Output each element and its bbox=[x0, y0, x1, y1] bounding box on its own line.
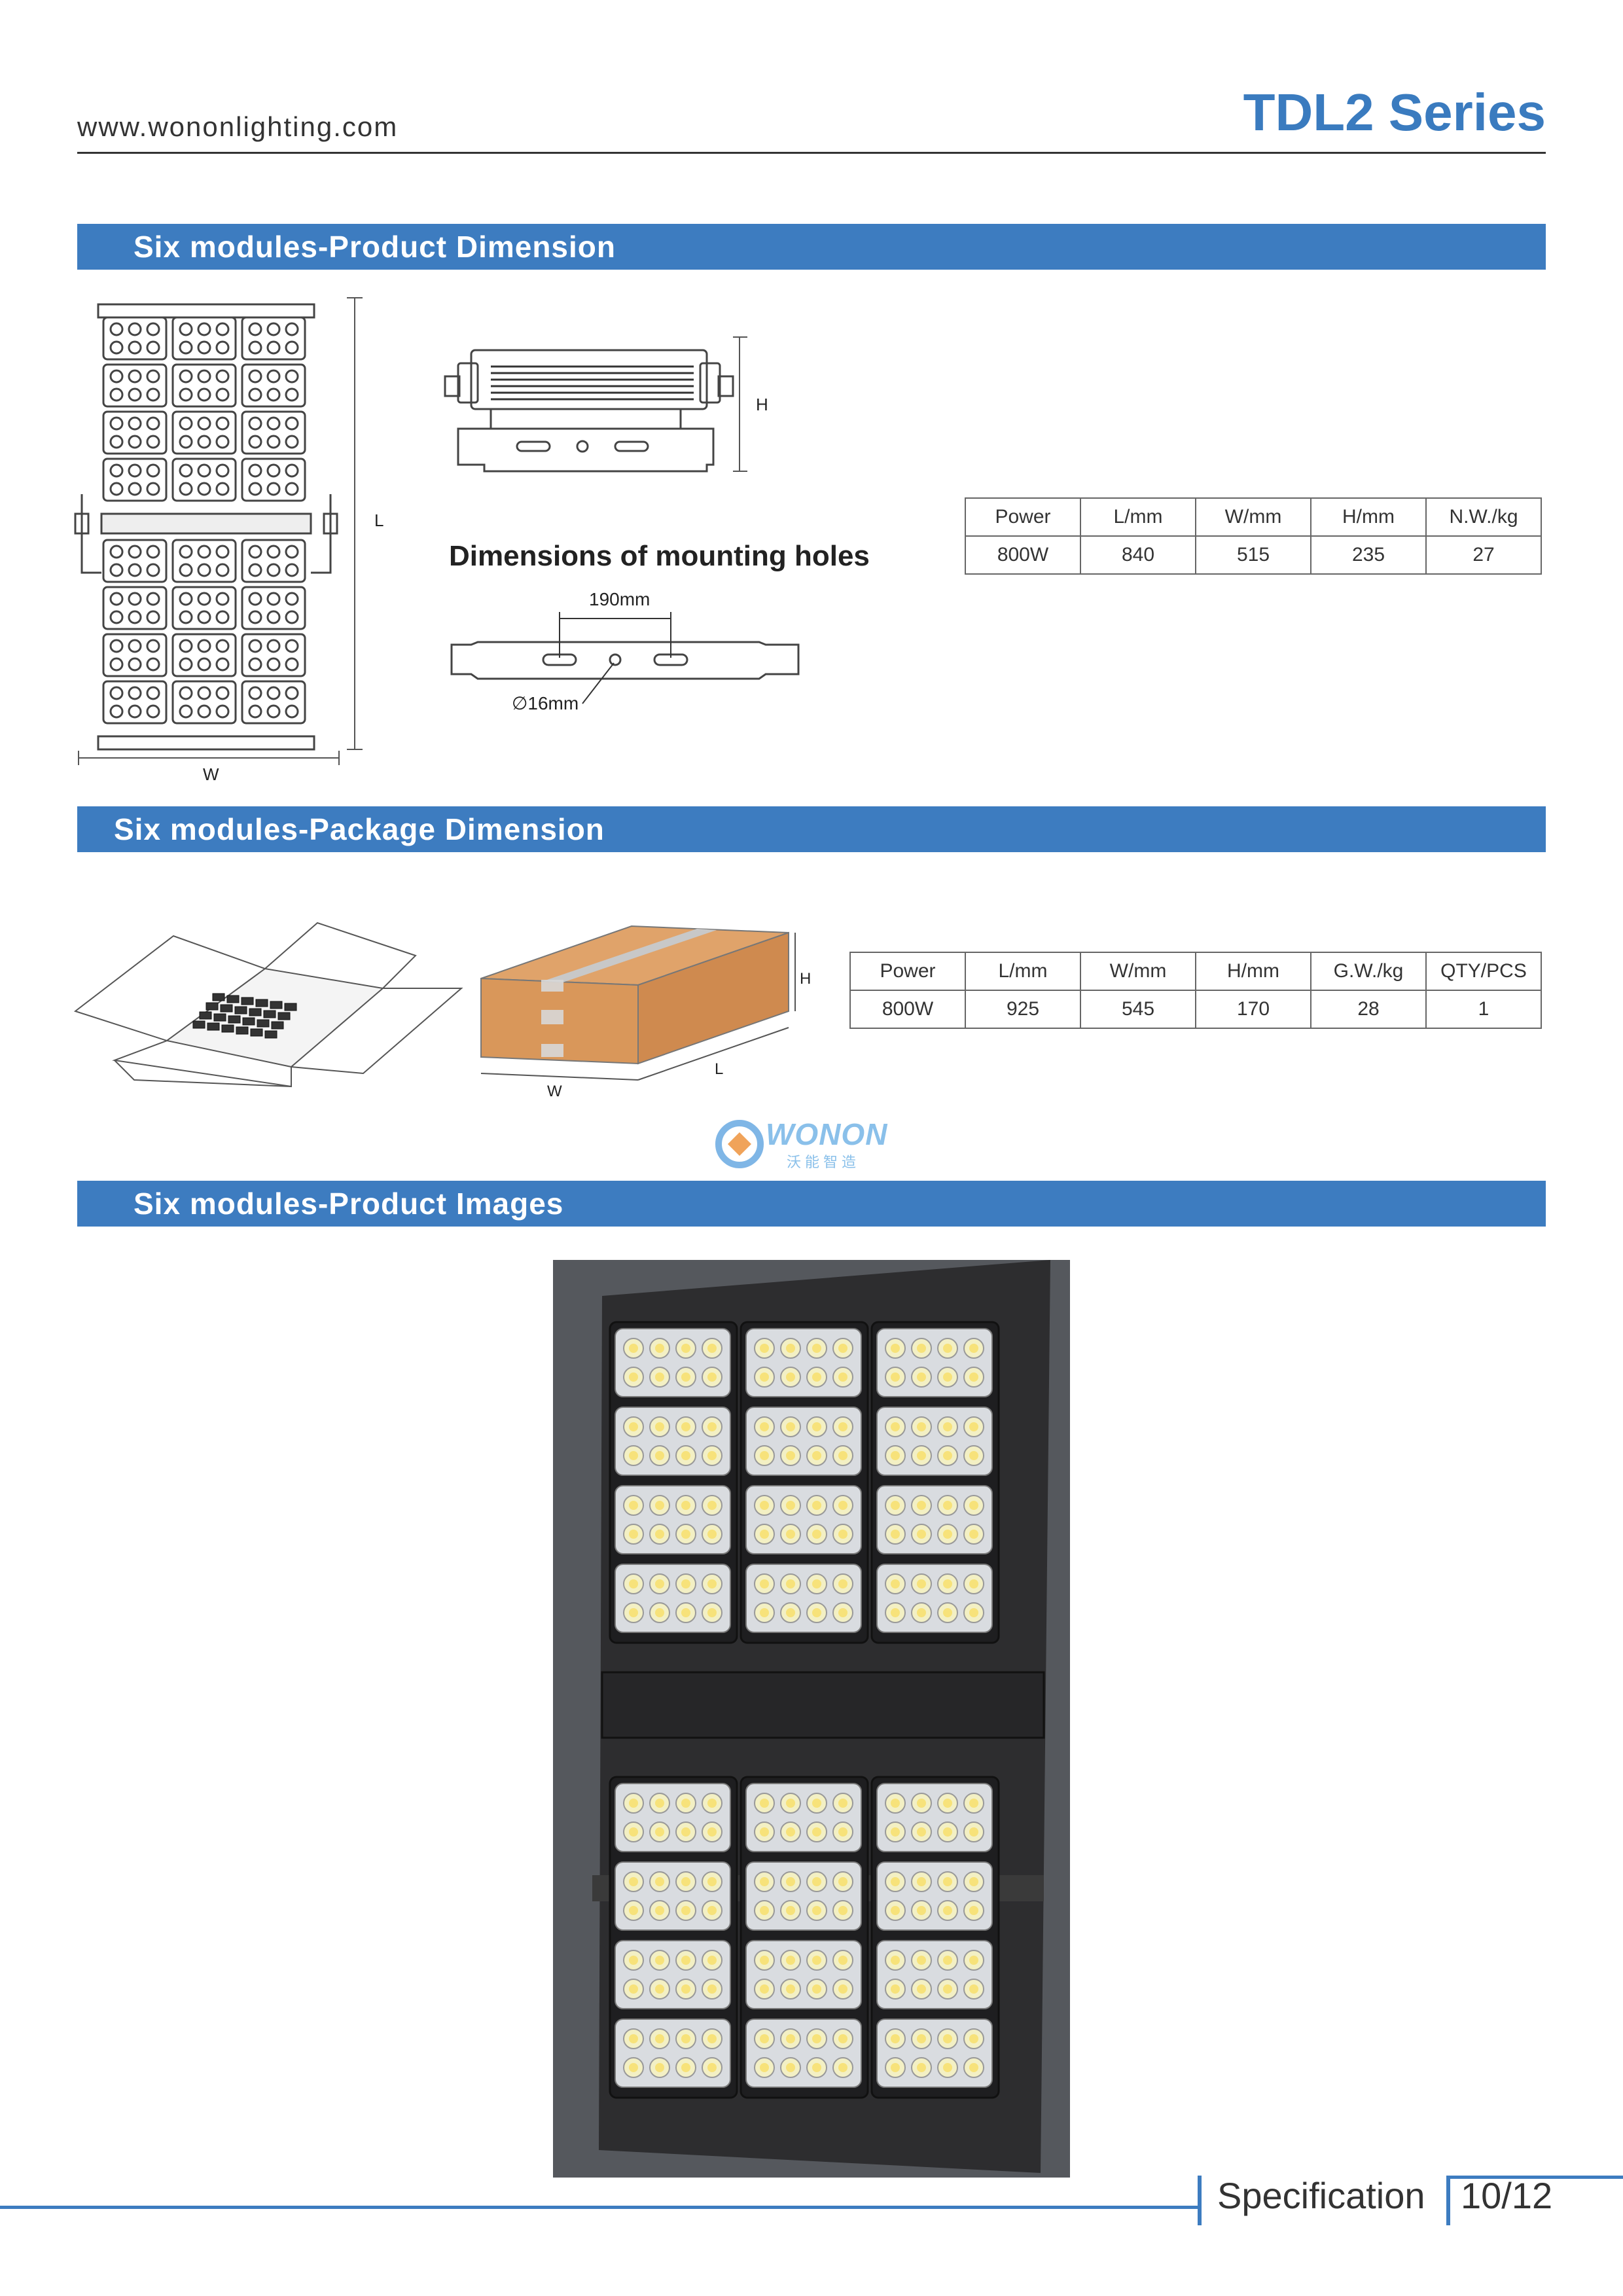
table-cell: 800W bbox=[965, 535, 1081, 575]
table-header: G.W./kg bbox=[1310, 952, 1427, 991]
mounting-bracket-drawing bbox=[450, 612, 800, 704]
package-spec-table: Power L/mm W/mm H/mm G.W./kg QTY/PCS 800… bbox=[849, 952, 1542, 1029]
table-header: L/mm bbox=[965, 952, 1081, 991]
section-title: Six modules-Product Images bbox=[134, 1187, 564, 1221]
footer-divider bbox=[1446, 2176, 1450, 2225]
table-cell: 925 bbox=[965, 990, 1081, 1029]
header-divider bbox=[77, 152, 1546, 154]
table-row: 800W 925 545 170 28 1 bbox=[849, 990, 1542, 1029]
table-header: Power bbox=[965, 497, 1081, 537]
table-row: 800W 840 515 235 27 bbox=[965, 535, 1542, 575]
table-header: H/mm bbox=[1195, 952, 1311, 991]
table-header: QTY/PCS bbox=[1425, 952, 1542, 991]
table-cell: 27 bbox=[1425, 535, 1542, 575]
table-header-row: Power L/mm W/mm H/mm G.W./kg QTY/PCS bbox=[849, 952, 1542, 991]
table-cell: 515 bbox=[1195, 535, 1311, 575]
table-cell: 28 bbox=[1310, 990, 1427, 1029]
pkg-dim-label-w: W bbox=[547, 1083, 562, 1100]
front-view-drawing bbox=[74, 297, 363, 765]
hole-spacing-label: 190mm bbox=[589, 589, 651, 609]
product-spec-table: Power L/mm W/mm H/mm N.W./kg 800W 840 51… bbox=[965, 497, 1542, 575]
section-band-package-dimension: Six modules-Package Dimension bbox=[77, 806, 1546, 852]
pkg-dim-label-l: L bbox=[715, 1060, 724, 1078]
table-cell: 840 bbox=[1080, 535, 1196, 575]
table-header: L/mm bbox=[1080, 497, 1196, 537]
pkg-dim-label-h: H bbox=[800, 970, 812, 988]
table-header: N.W./kg bbox=[1425, 497, 1542, 537]
table-cell: 545 bbox=[1080, 990, 1196, 1029]
closed-box-drawing bbox=[480, 925, 796, 1081]
footer-line bbox=[0, 2206, 1198, 2209]
product-photo bbox=[553, 1260, 1070, 2178]
side-view-drawing bbox=[444, 336, 747, 473]
table-cell: 1 bbox=[1425, 990, 1542, 1029]
footer-line bbox=[1446, 2176, 1623, 2179]
table-header: H/mm bbox=[1310, 497, 1427, 537]
table-header: W/mm bbox=[1195, 497, 1311, 537]
section-title: Six modules-Product Dimension bbox=[134, 230, 616, 264]
table-cell: 800W bbox=[849, 990, 966, 1029]
hole-diameter-label: ∅16mm bbox=[512, 693, 579, 713]
series-title: TDL2 Series bbox=[1243, 83, 1546, 141]
table-cell: 235 bbox=[1310, 535, 1427, 575]
logo-brand: WONON bbox=[766, 1117, 888, 1151]
section-band-product-dimension: Six modules-Product Dimension bbox=[77, 224, 1546, 270]
brand-logo: WONON 沃能智造 bbox=[715, 1117, 911, 1172]
footer-label: Specification bbox=[1217, 2175, 1425, 2216]
dim-label-w: W bbox=[203, 764, 219, 784]
logo-mark-icon bbox=[715, 1120, 764, 1168]
dim-label-h: H bbox=[756, 395, 768, 414]
table-header: W/mm bbox=[1080, 952, 1196, 991]
open-box-drawing bbox=[73, 922, 463, 1088]
dim-label-l: L bbox=[374, 511, 384, 530]
table-cell: 170 bbox=[1195, 990, 1311, 1029]
table-header: Power bbox=[849, 952, 966, 991]
website-url: www.wononlighting.com bbox=[77, 111, 399, 142]
mounting-holes-title: Dimensions of mounting holes bbox=[449, 540, 870, 572]
page-number: 10/12 bbox=[1461, 2175, 1553, 2216]
table-header-row: Power L/mm W/mm H/mm N.W./kg bbox=[965, 497, 1542, 537]
section-band-product-images: Six modules-Product Images bbox=[77, 1181, 1546, 1227]
footer-divider bbox=[1198, 2176, 1202, 2225]
logo-subtitle: 沃能智造 bbox=[787, 1154, 861, 1170]
section-title: Six modules-Package Dimension bbox=[114, 812, 605, 846]
